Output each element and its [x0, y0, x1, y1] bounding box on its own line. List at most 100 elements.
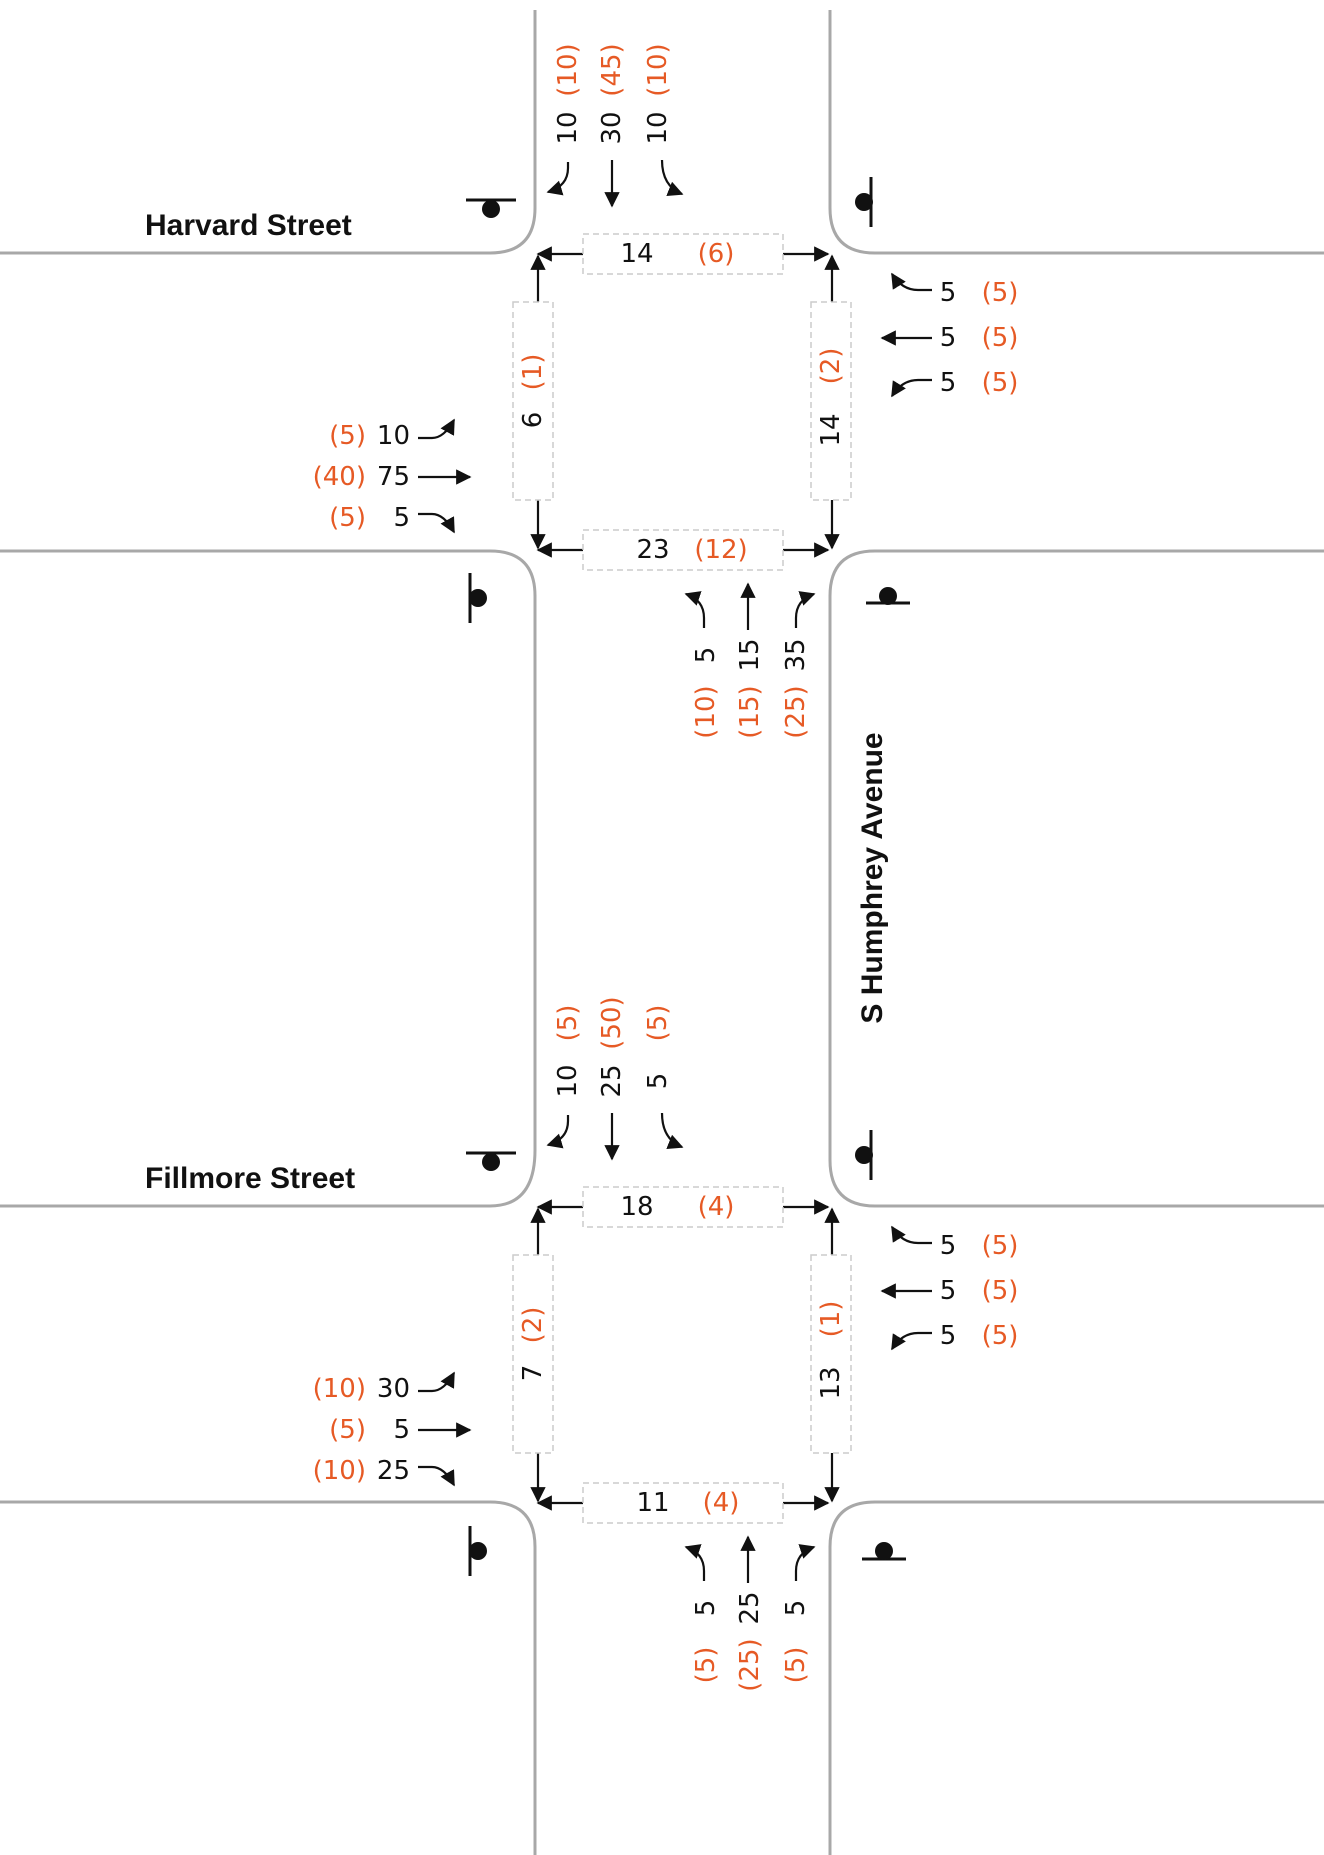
southbound-right-arrow — [546, 162, 570, 196]
curb-line — [0, 10, 537, 255]
westbound-through-pm: (5) — [982, 323, 1019, 353]
eastbound-left-am: 30 — [377, 1374, 410, 1404]
signal-head-icon — [875, 1542, 893, 1560]
signal-head-icon — [855, 193, 873, 211]
northbound-left-am: 5 — [691, 1600, 721, 1617]
crosswalk-box-north — [582, 233, 784, 275]
signal-head-icon — [855, 1146, 873, 1164]
eastbound-through-pm: (5) — [329, 1415, 366, 1445]
crosswalk-west-am: 6 — [518, 412, 548, 429]
westbound-right-pm: (5) — [982, 278, 1019, 308]
westbound-right-arrow — [891, 272, 932, 292]
northbound-left-pm: (5) — [691, 1647, 721, 1684]
northbound-left-arrow — [684, 591, 706, 628]
northbound-right-arrow — [794, 1544, 816, 1581]
northbound-left-pm: (10) — [691, 685, 721, 738]
signal-head-icon — [879, 587, 897, 605]
westbound-left-am: 5 — [940, 1321, 957, 1351]
northbound-left-am: 5 — [691, 647, 721, 664]
southbound-left-am: 10 — [643, 111, 673, 144]
crosswalk-west-pm: (2) — [518, 1307, 548, 1344]
eastbound-left-am: 10 — [377, 421, 410, 451]
volume-labels: 14 (6) 23 (12) 6 (1) 14 (2) 10 (10) 30 (45) 10 (10) 5 (… — [313, 43, 1019, 1691]
westbound-right-am: 5 — [940, 1231, 957, 1261]
crosswalk-east-pm: (2) — [816, 348, 846, 385]
eastbound-through-am: 75 — [377, 462, 410, 492]
crosswalk-north-pm: (6) — [698, 239, 735, 269]
crosswalk-south-pm: (12) — [694, 535, 747, 565]
westbound-left-arrow — [891, 378, 932, 398]
southbound-through-pm: (45) — [597, 43, 627, 96]
signal-head-icon — [482, 1153, 500, 1171]
westbound-right-am: 5 — [940, 278, 957, 308]
crosswalk-box-south — [582, 529, 784, 571]
crosswalk-south-pm: (4) — [703, 1488, 740, 1518]
curb-line — [0, 1500, 537, 1855]
northbound-right-am: 35 — [781, 638, 811, 671]
westbound-right-arrow — [891, 1225, 932, 1245]
crosswalk-south-am: 23 — [636, 535, 669, 565]
eastbound-right-pm: (5) — [329, 503, 366, 533]
southbound-right-arrow — [546, 1115, 570, 1149]
southbound-left-pm: (5) — [643, 1005, 673, 1042]
southbound-right-pm: (5) — [553, 1005, 583, 1042]
southbound-left-pm: (10) — [643, 43, 673, 96]
eastbound-right-pm: (10) — [313, 1456, 366, 1486]
crosswalk-west-am: 7 — [518, 1365, 548, 1382]
northbound-right-arrow — [794, 591, 816, 628]
westbound-left-pm: (5) — [982, 1321, 1019, 1351]
eastbound-right-arrow — [418, 1465, 455, 1487]
crosswalk-west-pm: (1) — [518, 354, 548, 391]
eastbound-through-pm: (40) — [313, 462, 366, 492]
crosswalk-east-am: 14 — [816, 413, 846, 446]
westbound-left-am: 5 — [940, 368, 957, 398]
crosswalk-east-am: 13 — [816, 1366, 846, 1399]
crosswalk-box-south — [582, 1482, 784, 1524]
southbound-right-pm: (10) — [553, 43, 583, 96]
crosswalk-box-north — [582, 1186, 784, 1228]
southbound-through-pm: (50) — [597, 996, 627, 1049]
street-label-fillmore: Fillmore Street — [145, 1162, 355, 1195]
eastbound-right-am: 25 — [377, 1456, 410, 1486]
movement-arrows — [418, 159, 932, 1583]
signal-head-icon — [469, 1542, 487, 1560]
crosswalk-box-east — [810, 301, 852, 501]
eastbound-left-pm: (10) — [313, 1374, 366, 1404]
curb-line — [828, 549, 1324, 1208]
curb-line — [828, 10, 1324, 255]
northbound-right-pm: (5) — [781, 1647, 811, 1684]
northbound-through-am: 15 — [735, 638, 765, 671]
westbound-through-am: 5 — [940, 323, 957, 353]
northbound-through-am: 25 — [735, 1591, 765, 1624]
westbound-left-pm: (5) — [982, 368, 1019, 398]
crosswalk-box-west — [512, 301, 554, 501]
eastbound-right-am: 5 — [393, 503, 410, 533]
crosswalk-north-am: 18 — [620, 1192, 653, 1222]
street-label-s-humphrey-avenue: S Humphrey Avenue — [856, 732, 889, 1023]
northbound-through-pm: (25) — [735, 1638, 765, 1691]
traffic-signals — [466, 177, 910, 1576]
northbound-right-pm: (25) — [781, 685, 811, 738]
northbound-through-pm: (15) — [735, 685, 765, 738]
crosswalk-north-am: 14 — [620, 239, 653, 269]
southbound-left-am: 5 — [643, 1073, 673, 1090]
eastbound-left-pm: (5) — [329, 421, 366, 451]
southbound-left-arrow — [660, 159, 684, 196]
signal-head-icon — [482, 200, 500, 218]
eastbound-right-arrow — [418, 512, 455, 534]
southbound-right-am: 10 — [553, 1064, 583, 1097]
westbound-through-am: 5 — [940, 1276, 957, 1306]
crosswalk-box-east — [810, 1254, 852, 1454]
curb-line — [828, 1500, 1324, 1855]
signal-head-icon — [469, 589, 487, 607]
crosswalk-box-west — [512, 1254, 554, 1454]
westbound-through-pm: (5) — [982, 1276, 1019, 1306]
crosswalk-south-am: 11 — [636, 1488, 669, 1518]
southbound-right-am: 10 — [553, 111, 583, 144]
westbound-right-pm: (5) — [982, 1231, 1019, 1261]
eastbound-through-am: 5 — [393, 1415, 410, 1445]
eastbound-left-arrow — [418, 418, 455, 440]
northbound-left-arrow — [684, 1544, 706, 1581]
